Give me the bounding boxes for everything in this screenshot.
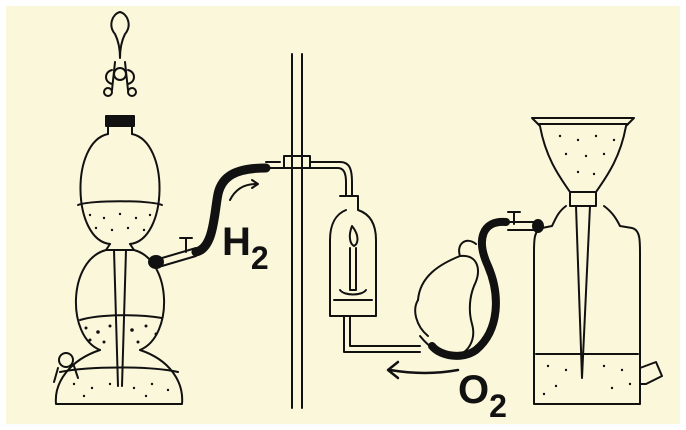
oxygen-subscript: 2 xyxy=(489,388,507,424)
kipps-apparatus xyxy=(54,12,196,404)
hydrogen-label: H2 xyxy=(222,222,269,262)
oxygen-symbol: O xyxy=(458,368,489,412)
hydrogen-symbol: H xyxy=(222,220,251,264)
oxygen-label: O2 xyxy=(458,370,507,410)
combustion-jar xyxy=(330,196,420,352)
hydrogen-subscript: 2 xyxy=(251,240,269,276)
oxygen-rubber-tube xyxy=(432,222,506,356)
hand-holding-tube xyxy=(415,241,478,356)
retort-stand xyxy=(266,54,352,408)
oxygen-gasholder xyxy=(508,118,662,404)
